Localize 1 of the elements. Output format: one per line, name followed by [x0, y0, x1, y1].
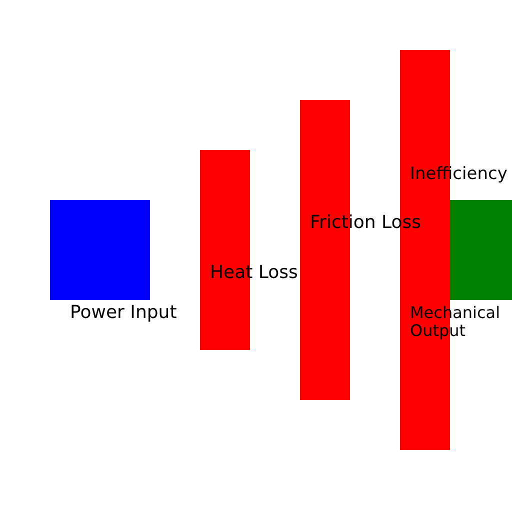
- bar-label: Power Input: [70, 303, 177, 323]
